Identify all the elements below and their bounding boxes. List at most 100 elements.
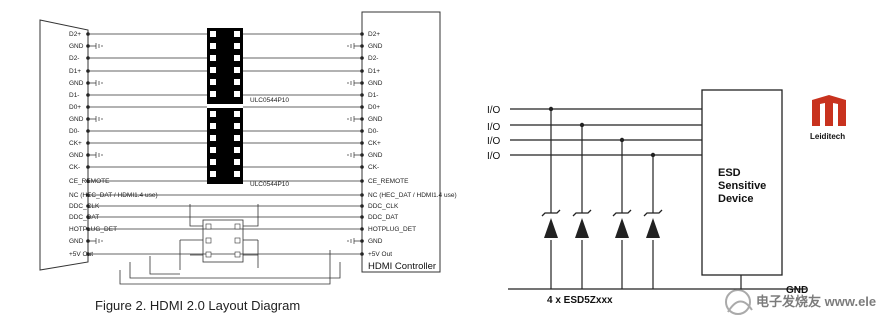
ground-symbol-left: [88, 43, 103, 49]
right-signal-label: DDC_DAT: [368, 214, 398, 221]
left-signal-label: NC (HEC_DAT / HDMI1.4 use): [69, 192, 158, 199]
ground-symbol-left: [88, 238, 103, 244]
left-signal-label: D0-: [69, 128, 79, 135]
left-signal-label: CK-: [69, 164, 80, 171]
hdmi-layout-diagram: D2+ D2+ GND GND D2- D2- D1+ D1+ GND GND D1- D1- D0+ D…: [39, 11, 457, 313]
chip-pin: [234, 79, 240, 85]
left-signal-label: GND: [69, 43, 84, 50]
left-signal-label: D1-: [69, 92, 79, 99]
ground-symbol-left: [88, 152, 103, 158]
chip-pin: [210, 147, 216, 153]
right-signal-label: D1+: [368, 68, 380, 75]
right-signal-label: D0-: [368, 128, 378, 135]
right-signal-label: GND: [368, 152, 383, 159]
right-signal-label: CE_REMOTE: [368, 178, 409, 185]
chip-pin: [210, 111, 216, 117]
io-label-3: I/O: [487, 136, 501, 147]
right-signal-label: GND: [368, 116, 383, 123]
tvs-diode-4: [643, 209, 663, 238]
ground-symbol-right: [347, 80, 362, 86]
right-signal-label: D2-: [368, 55, 378, 62]
right-signal-label: HOTPLUG_DET: [368, 226, 416, 233]
ddc-chip-pins: [205, 223, 241, 258]
right-signal-label: D2+: [368, 31, 380, 38]
chip-pin: [210, 31, 216, 37]
left-signal-label: GND: [69, 116, 84, 123]
io-lines: [510, 108, 702, 156]
figure-caption: Figure 2. HDMI 2.0 Layout Diagram: [95, 298, 300, 313]
left-signal-label: GND: [69, 152, 84, 159]
ground-symbol-right: [347, 238, 362, 244]
chip-pin: [210, 91, 216, 97]
chip-label-bottom: ULC0544P10: [250, 181, 289, 188]
esd-sensitive-device-box: [701, 89, 783, 276]
leiditech-logo: Leiditech: [810, 95, 846, 141]
ground-symbol-right: [347, 43, 362, 49]
left-signal-label: DDC_DAT: [69, 214, 99, 221]
elecfans-watermark: 电子发烧友 www.elecfans.com: [725, 289, 876, 315]
junction-dots: [548, 106, 656, 158]
chip-pin: [210, 55, 216, 61]
chip-pin: [234, 55, 240, 61]
chip-pin: [210, 135, 216, 141]
device-label: ESD Sensitive Device: [718, 167, 769, 205]
chip-pin: [210, 123, 216, 129]
chip-pin: [210, 171, 216, 177]
chip-pin: [210, 79, 216, 85]
chip-pin: [210, 159, 216, 165]
left-signal-label: DDC_CLK: [69, 203, 100, 210]
io-label-2: I/O: [487, 122, 501, 133]
hdmi-controller-box: [361, 11, 441, 273]
tvs-diode-3: [612, 209, 632, 238]
tvs-diode-2: [572, 209, 592, 238]
chip-pin: [234, 135, 240, 141]
chip-pin: [234, 43, 240, 49]
right-signal-label: DDC_CLK: [368, 203, 399, 210]
chip-label-top: ULC0544P10: [250, 97, 289, 104]
left-signal-label: D1+: [69, 68, 81, 75]
left-signal-label: D2+: [69, 31, 81, 38]
chip-pin: [234, 67, 240, 73]
io-label-4: I/O: [487, 151, 501, 162]
logo-mark: [812, 95, 846, 126]
chip-pins: [210, 31, 240, 177]
left-signal-label: D2-: [69, 55, 79, 62]
chip-pin: [234, 111, 240, 117]
left-signal-label: HOTPLUG_DET: [69, 226, 117, 233]
esd-circuit-diagram: I/O I/O I/O I/O: [487, 89, 876, 315]
hdmi-connector-outline: [39, 19, 89, 271]
chip-pin: [234, 171, 240, 177]
chip-pin: [234, 159, 240, 165]
left-signal-label: GND: [69, 80, 84, 87]
left-signal-label: CE_REMOTE: [69, 178, 110, 185]
chip-pin: [234, 123, 240, 129]
ground-symbol-left: [88, 80, 103, 86]
signal-rows: D2+ D2+ GND GND D2- D2- D1+ D1+ GND GND D1- D1- D0+ D…: [69, 31, 457, 258]
diode-drops: [550, 109, 654, 289]
hdmi-controller-label: HDMI Controller: [368, 261, 436, 272]
chip-pin: [234, 91, 240, 97]
chip-pin: [234, 31, 240, 37]
ddc-protection-chip: [202, 219, 244, 263]
chip-pin: [234, 147, 240, 153]
ground-symbol-right: [347, 152, 362, 158]
right-signal-label: D1-: [368, 92, 378, 99]
chip-pin: [210, 67, 216, 73]
ddc-routing: [119, 204, 341, 285]
right-signal-label: CK-: [368, 164, 379, 171]
io-label-1: I/O: [487, 105, 501, 116]
right-signal-label: D0+: [368, 104, 380, 111]
right-signal-label: NC (HEC_DAT / HDMI1.4 use): [368, 192, 457, 199]
ground-symbol-left: [88, 116, 103, 122]
left-signal-label: GND: [69, 238, 84, 245]
part-label: 4 x ESD5Zxxx: [547, 295, 613, 306]
right-signal-label: GND: [368, 238, 383, 245]
chip-pin: [210, 43, 216, 49]
left-signal-label: +5V Out: [69, 251, 93, 258]
right-signal-label: +5V Out: [368, 251, 392, 258]
gnd-label: GND: [786, 285, 808, 296]
left-signal-label: CK+: [69, 140, 82, 147]
logo-text: Leiditech: [810, 132, 845, 141]
